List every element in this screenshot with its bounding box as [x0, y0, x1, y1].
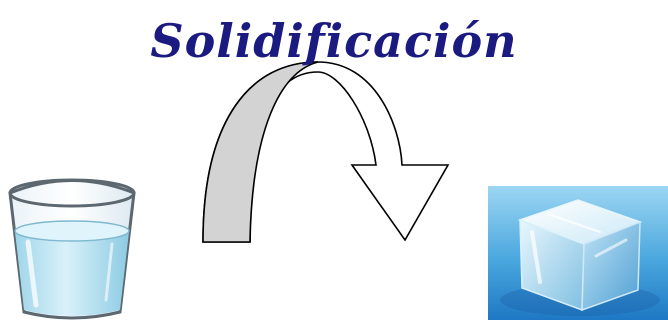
curved-arrow-icon: [202, 61, 450, 243]
glass-of-water-icon: [8, 178, 136, 320]
ice-cube-icon: [488, 186, 668, 320]
diagram-title: Solidificación: [150, 14, 518, 68]
